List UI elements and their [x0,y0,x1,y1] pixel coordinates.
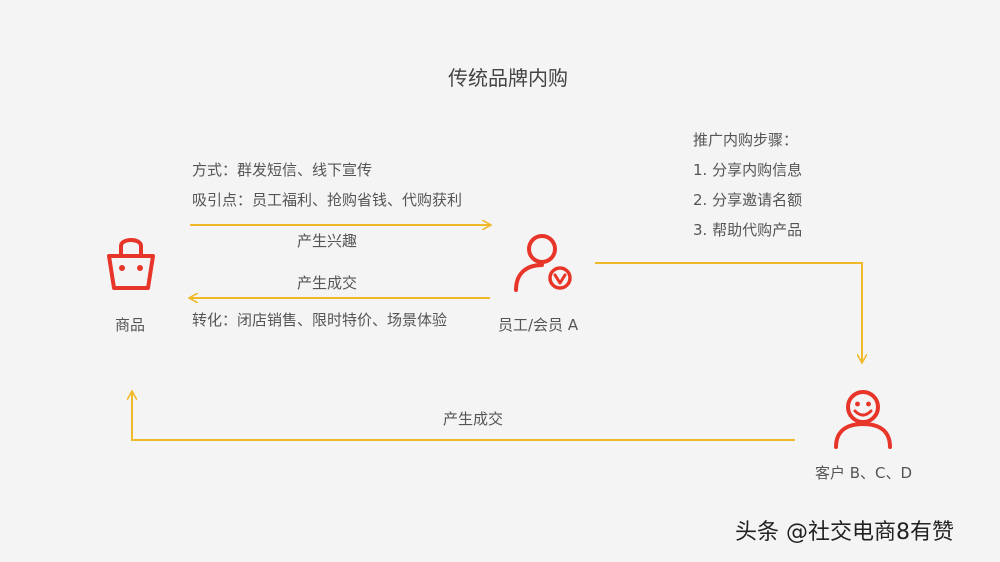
interest-label: 产生兴趣 [297,232,358,250]
step-item-3: 3. 帮助代购产品 [693,221,803,239]
watermark-text: 头条 @社交电商8有赞 [735,520,954,545]
step-item-1: 1. 分享内购信息 [693,161,803,179]
customer-smiley-icon [834,390,892,449]
arrow-employee-to-customer [595,262,862,362]
deal-label-bottom: 产生成交 [443,410,504,428]
page-title: 传统品牌内购 [448,66,568,90]
shopping-bag-icon [107,238,155,290]
product-label: 商品 [115,316,146,334]
employee-icon [514,234,572,292]
step-item-2: 2. 分享邀请名额 [693,191,803,209]
customer-label: 客户 B、C、D [815,464,913,482]
arrow-customer-to-product [132,392,795,441]
employee-label: 员工/会员 A [498,316,579,334]
deal-label-top: 产生成交 [297,274,358,292]
conversion-text: 转化：闭店销售、限时特价、场景体验 [192,311,448,329]
method-text: 方式：群发短信、线下宣传 [192,161,373,179]
attraction-text: 吸引点：员工福利、抢购省钱、代购获利 [192,191,463,209]
steps-heading: 推广内购步骤： [693,131,799,149]
